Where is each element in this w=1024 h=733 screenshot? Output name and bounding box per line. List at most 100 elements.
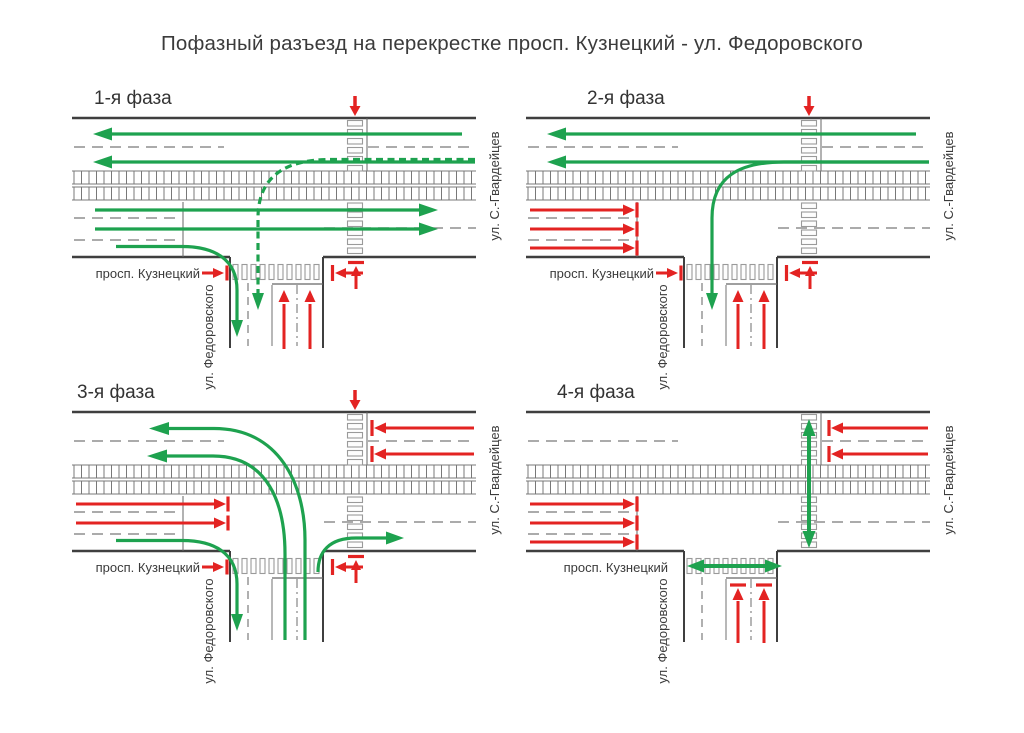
crosswalk-bar bbox=[346, 505, 364, 513]
tram-ties bbox=[73, 465, 472, 478]
red-arrow-head bbox=[213, 562, 224, 572]
green-arrow-head bbox=[386, 531, 404, 545]
green-turn-path bbox=[169, 426, 307, 640]
red-arrow-head bbox=[351, 560, 361, 570]
street-label-kuznetsky-q4: просп. Кузнецкий bbox=[563, 560, 668, 575]
red-arrow-head bbox=[623, 242, 635, 254]
green-arrow-head bbox=[419, 203, 438, 217]
green-arrow-head bbox=[547, 127, 566, 141]
street-label-kuznetsky-q3: просп. Кузнецкий bbox=[95, 560, 200, 575]
green-arrow-head bbox=[231, 614, 243, 631]
crosswalk-bar bbox=[346, 449, 364, 457]
crosswalk-bar bbox=[250, 557, 257, 575]
crosswalk-bar bbox=[800, 220, 818, 228]
green-arrow-head bbox=[252, 293, 264, 310]
crosswalk-bar bbox=[800, 238, 818, 246]
street-label-fedorovskogo-q3: ул. Федоровского bbox=[200, 578, 216, 684]
red-arrow-head bbox=[758, 588, 770, 600]
crosswalk-bar bbox=[346, 119, 364, 127]
crosswalk-bar bbox=[800, 137, 818, 145]
crosswalk-bar bbox=[800, 202, 818, 210]
red-arrow-head bbox=[831, 422, 843, 434]
phase-3-title: 3-я фаза bbox=[77, 382, 155, 403]
red-arrow-head bbox=[789, 268, 800, 278]
red-arrow-head bbox=[831, 448, 843, 460]
crosswalk-bar bbox=[800, 229, 818, 237]
crosswalk-bar bbox=[346, 431, 364, 439]
crosswalk-bar bbox=[286, 557, 293, 575]
street-label-fedorovskogo-q4: ул. Федоровского bbox=[654, 578, 670, 684]
green-arrow-head bbox=[765, 559, 782, 573]
crosswalk-bar bbox=[346, 164, 364, 172]
green-arrow-head bbox=[706, 293, 718, 310]
crosswalk-bar bbox=[695, 263, 702, 281]
crosswalk-bar bbox=[731, 263, 738, 281]
crosswalk-bar bbox=[346, 523, 364, 531]
red-arrow-head bbox=[623, 536, 635, 548]
crosswalk-bar bbox=[704, 263, 711, 281]
red-arrow-head bbox=[623, 204, 635, 216]
red-arrow-head bbox=[304, 290, 316, 302]
crosswalk-bar bbox=[295, 263, 302, 281]
tram-ties bbox=[527, 465, 926, 478]
phase-4-title: 4-я фаза bbox=[557, 382, 635, 403]
crosswalk-bar bbox=[241, 557, 248, 575]
red-arrow-head bbox=[349, 400, 361, 410]
crosswalk-bar bbox=[722, 263, 729, 281]
tram-ties bbox=[73, 171, 472, 184]
red-arrow-head bbox=[732, 290, 744, 302]
crosswalk-bar bbox=[250, 263, 257, 281]
phase-1-panel bbox=[72, 96, 476, 349]
crosswalk-bar bbox=[277, 263, 284, 281]
street-label-kuznetsky-q1: просп. Кузнецкий bbox=[95, 266, 200, 281]
crosswalk-bar bbox=[277, 557, 284, 575]
red-arrow-head bbox=[374, 422, 386, 434]
phase-4-panel bbox=[526, 410, 930, 643]
tram-ties bbox=[527, 187, 926, 200]
phase-3-panel bbox=[72, 390, 476, 642]
crosswalk-bar bbox=[346, 229, 364, 237]
crosswalk-bar bbox=[346, 202, 364, 210]
red-arrow-head bbox=[805, 266, 815, 276]
red-arrow-head bbox=[213, 268, 224, 278]
red-arrow-head bbox=[214, 498, 226, 510]
green-arrow-head bbox=[93, 127, 112, 141]
green-turn-path bbox=[116, 244, 239, 320]
crosswalk-bar bbox=[346, 413, 364, 421]
crosswalk-bar bbox=[346, 514, 364, 522]
crosswalk-bar bbox=[346, 541, 364, 549]
crosswalk-bar bbox=[313, 263, 320, 281]
green-arrow-head bbox=[547, 155, 566, 169]
street-label-kuznetsky-q2: просп. Кузнецкий bbox=[549, 266, 654, 281]
green-turn-path bbox=[256, 157, 475, 293]
diagram-title: Пофазный разъезд на перекрестке просп. К… bbox=[160, 32, 864, 55]
crosswalk-bar bbox=[286, 263, 293, 281]
crosswalk-bar bbox=[800, 164, 818, 172]
crosswalk-bar bbox=[800, 146, 818, 154]
tram-ties bbox=[73, 187, 472, 200]
street-label-gvardeytsev-q1: ул. С.-Гвардейцев bbox=[486, 131, 502, 241]
red-arrow-head bbox=[623, 498, 635, 510]
red-arrow-head bbox=[758, 290, 770, 302]
green-arrow-head bbox=[231, 320, 243, 337]
crosswalk-bar bbox=[740, 263, 747, 281]
green-arrow-head bbox=[93, 155, 112, 169]
crosswalk-bar bbox=[800, 119, 818, 127]
street-label-gvardeytsev-q4: ул. С.-Гвардейцев bbox=[940, 425, 956, 535]
red-arrow-head bbox=[803, 106, 815, 116]
red-arrow-head bbox=[732, 588, 744, 600]
street-label-fedorovskogo-q2: ул. Федоровского bbox=[654, 284, 670, 390]
crosswalk-bar bbox=[346, 440, 364, 448]
crosswalk-bar bbox=[268, 263, 275, 281]
crosswalk-bar bbox=[259, 263, 266, 281]
green-arrow-head bbox=[149, 422, 169, 435]
green-turn-path bbox=[167, 454, 287, 640]
red-arrow-head bbox=[349, 106, 361, 116]
crosswalk-bar bbox=[259, 557, 266, 575]
crosswalk-bar bbox=[749, 263, 756, 281]
red-arrow-head bbox=[374, 448, 386, 460]
green-arrow-head bbox=[147, 449, 167, 463]
tram-ties bbox=[73, 481, 472, 494]
